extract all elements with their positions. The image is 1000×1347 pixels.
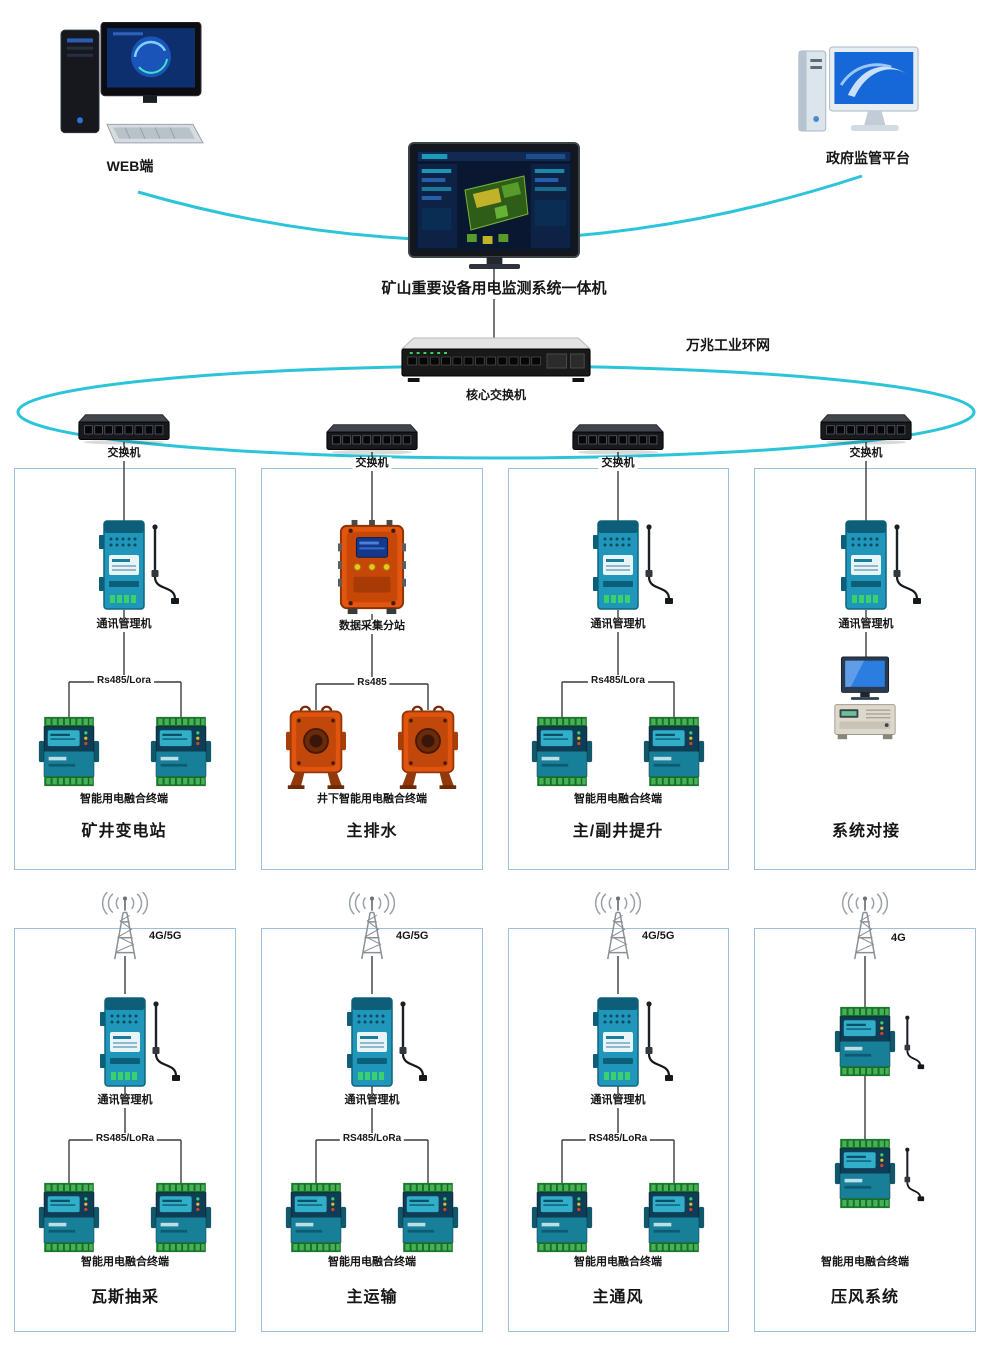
- bus-label: Rs485/Lora: [588, 675, 648, 688]
- network-label: 4G: [888, 932, 909, 946]
- panel-title: 主通风: [589, 1288, 647, 1308]
- terminal-label: 智能用电融合终端: [78, 1256, 172, 1270]
- comm-manager: [581, 515, 676, 615]
- underground-terminal: [286, 704, 346, 789]
- comm-manager-label: 通讯管理机: [341, 1094, 403, 1108]
- underground-terminal: [398, 704, 458, 789]
- comm-manager-label: 通讯管理机: [94, 1094, 156, 1108]
- comm-manager: [335, 992, 430, 1092]
- antenna-tower: [823, 892, 907, 961]
- panel-title: 瓦斯抽采: [87, 1288, 163, 1308]
- smart-terminal: [643, 716, 705, 787]
- core-switch: [398, 336, 594, 384]
- ring-network-label: 万兆工业环网: [683, 337, 773, 355]
- smart-terminal: [285, 1182, 347, 1253]
- access-switch-1: [76, 412, 172, 445]
- gov-platform-label: 政府监管平台: [823, 150, 913, 168]
- bus-label: Rs485/Lora: [94, 675, 154, 688]
- smart-terminal: [834, 1138, 896, 1209]
- network-label: 4G/5G: [639, 930, 678, 944]
- panel-title: 压风系统: [827, 1288, 903, 1308]
- web-client-label: WEB端: [103, 158, 157, 176]
- bus-label: RS485/LoRa: [92, 1133, 158, 1146]
- bus-label: RS485/LoRa: [339, 1133, 405, 1146]
- smart-terminal: [150, 1182, 212, 1253]
- external-antenna: [898, 1014, 926, 1070]
- smart-terminal: [38, 1182, 100, 1253]
- access-switch-2: [324, 422, 420, 455]
- gov-platform-monitor: [795, 45, 920, 145]
- access-switch-3: [570, 422, 666, 455]
- industrial-pc: [832, 656, 898, 742]
- antenna-tower: [576, 892, 660, 961]
- bus-label: RS485/LoRa: [585, 1133, 651, 1146]
- comm-manager-label: 通讯管理机: [835, 618, 897, 632]
- comm-manager: [87, 515, 182, 615]
- panel-title: 矿井变电站: [78, 822, 170, 842]
- smart-terminal: [38, 716, 100, 787]
- panel-title: 主运输: [343, 1288, 401, 1308]
- panel-title: 主/副井提升: [569, 822, 667, 842]
- access-switch-label: 交换机: [598, 457, 638, 471]
- access-switch-label: 交换机: [846, 447, 886, 461]
- terminal-label: 井下智能用电融合终端: [314, 793, 430, 807]
- network-label: 4G/5G: [146, 930, 185, 944]
- access-switch-4: [818, 412, 914, 445]
- terminal-label: 智能用电融合终端: [77, 793, 171, 807]
- smart-terminal: [834, 1006, 896, 1077]
- comm-manager-label: 通讯管理机: [587, 1094, 649, 1108]
- bus-label: Rs485: [354, 677, 390, 690]
- panel-title: 主排水: [343, 822, 401, 842]
- comm-manager-label: 通讯管理机: [93, 618, 155, 632]
- comm-manager: [88, 992, 183, 1092]
- allinone-display: [408, 142, 580, 270]
- terminal-label: 智能用电融合终端: [571, 1256, 665, 1270]
- network-label: 4G/5G: [393, 930, 432, 944]
- terminal-label: 智能用电融合终端: [325, 1256, 419, 1270]
- smart-terminal: [150, 716, 212, 787]
- core-switch-label: 核心交换机: [462, 388, 530, 403]
- access-switch-label: 交换机: [104, 447, 144, 461]
- smart-terminal: [531, 1182, 593, 1253]
- data-collector-label: 数据采集分站: [336, 620, 408, 634]
- terminal-label: 智能用电融合终端: [571, 793, 665, 807]
- smart-terminal: [397, 1182, 459, 1253]
- comm-manager: [581, 992, 676, 1092]
- smart-terminal: [643, 1182, 705, 1253]
- access-switch-label: 交换机: [352, 457, 392, 471]
- comm-manager: [829, 515, 924, 615]
- allinone-label: 矿山重要设备用电监测系统一体机: [378, 280, 610, 299]
- data-collector-station: [338, 518, 406, 616]
- web-client-computer: [55, 22, 205, 150]
- panel-title: 系统对接: [828, 822, 904, 842]
- external-antenna: [898, 1146, 926, 1202]
- antenna-tower: [330, 892, 414, 961]
- comm-manager-label: 通讯管理机: [587, 618, 649, 632]
- smart-terminal: [531, 716, 593, 787]
- antenna-tower: [83, 892, 167, 961]
- terminal-label: 智能用电融合终端: [818, 1256, 912, 1270]
